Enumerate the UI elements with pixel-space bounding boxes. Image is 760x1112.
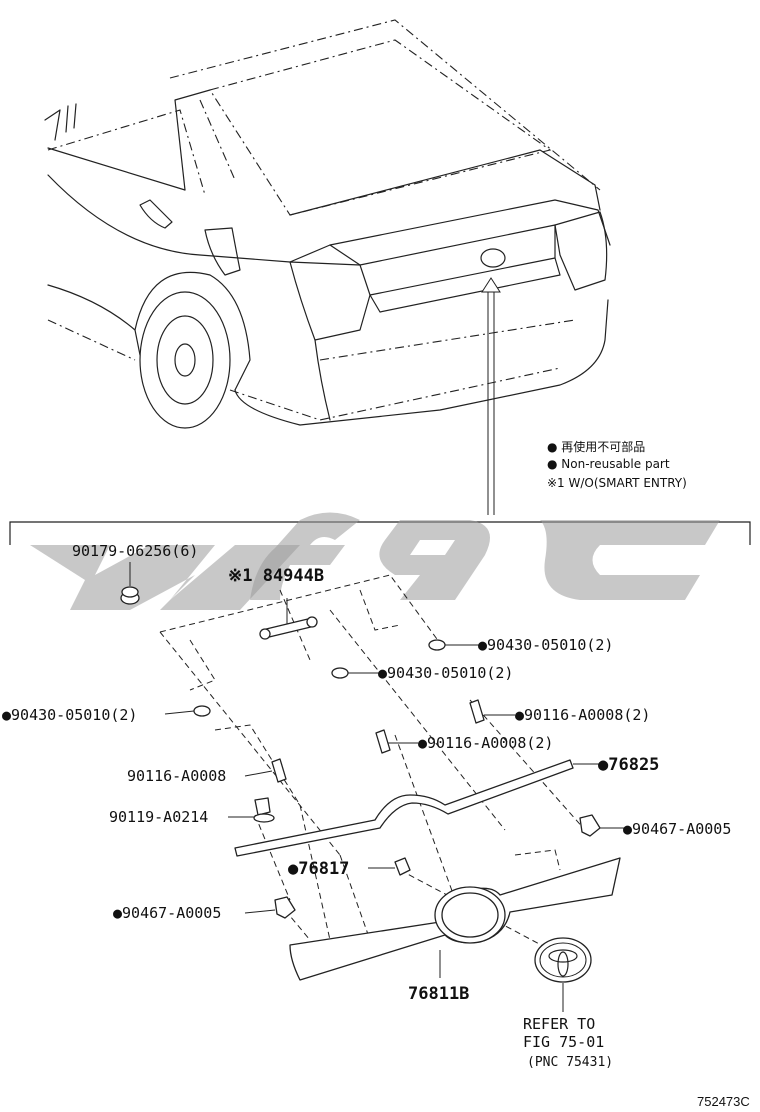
toyota-emblem-icon <box>534 937 592 983</box>
label-90179-06256: 90179-06256(6) <box>72 542 198 560</box>
label-90467-a0005-a: ●90467-A0005 <box>623 820 731 838</box>
label-84944b: ※1 84944B <box>228 566 324 586</box>
legend-reuse-jp: ● 再使用不可部品 <box>547 439 645 454</box>
label-76811b: 76811B <box>408 984 469 1004</box>
label-90430-05010-c: ●90430-05010(2) <box>2 706 137 724</box>
label-refer-fig: FIG 75-01 <box>523 1033 604 1051</box>
label-90116-a0008-a: ●90116-A0008(2) <box>515 706 650 724</box>
legend: ● 再使用不可部品 ● Non-reusable part ※1 W/O(SMA… <box>547 439 687 490</box>
parts-assembly <box>120 562 625 1012</box>
legend-non-reusable: ● Non-reusable part <box>547 457 670 471</box>
label-refer-to: REFER TO <box>523 1015 595 1033</box>
part-labels: 90179-06256(6) ※1 84944B ●90430-05010(2)… <box>2 542 731 1070</box>
legend-smart-entry: ※1 W/O(SMART ENTRY) <box>547 476 687 490</box>
label-90116-a0008-b: ●90116-A0008(2) <box>418 734 553 752</box>
label-76817: ●76817 <box>288 859 349 879</box>
car-rear-illustration <box>44 19 611 429</box>
label-76825: ●76825 <box>598 755 659 775</box>
section-bracket <box>9 521 751 545</box>
label-90119-a0214: 90119-A0214 <box>109 808 208 826</box>
reference-arrow <box>481 277 501 515</box>
watermark-logo <box>30 512 720 610</box>
label-90430-05010-b: ●90430-05010(2) <box>378 664 513 682</box>
label-90467-a0005-b: ●90467-A0005 <box>113 904 221 922</box>
label-refer-pnc: (PNC 75431) <box>527 1055 613 1070</box>
figure-number: 752473C <box>697 1094 750 1109</box>
label-90116-a0008-c: 90116-A0008 <box>127 767 226 785</box>
label-90430-05010-a: ●90430-05010(2) <box>478 636 613 654</box>
